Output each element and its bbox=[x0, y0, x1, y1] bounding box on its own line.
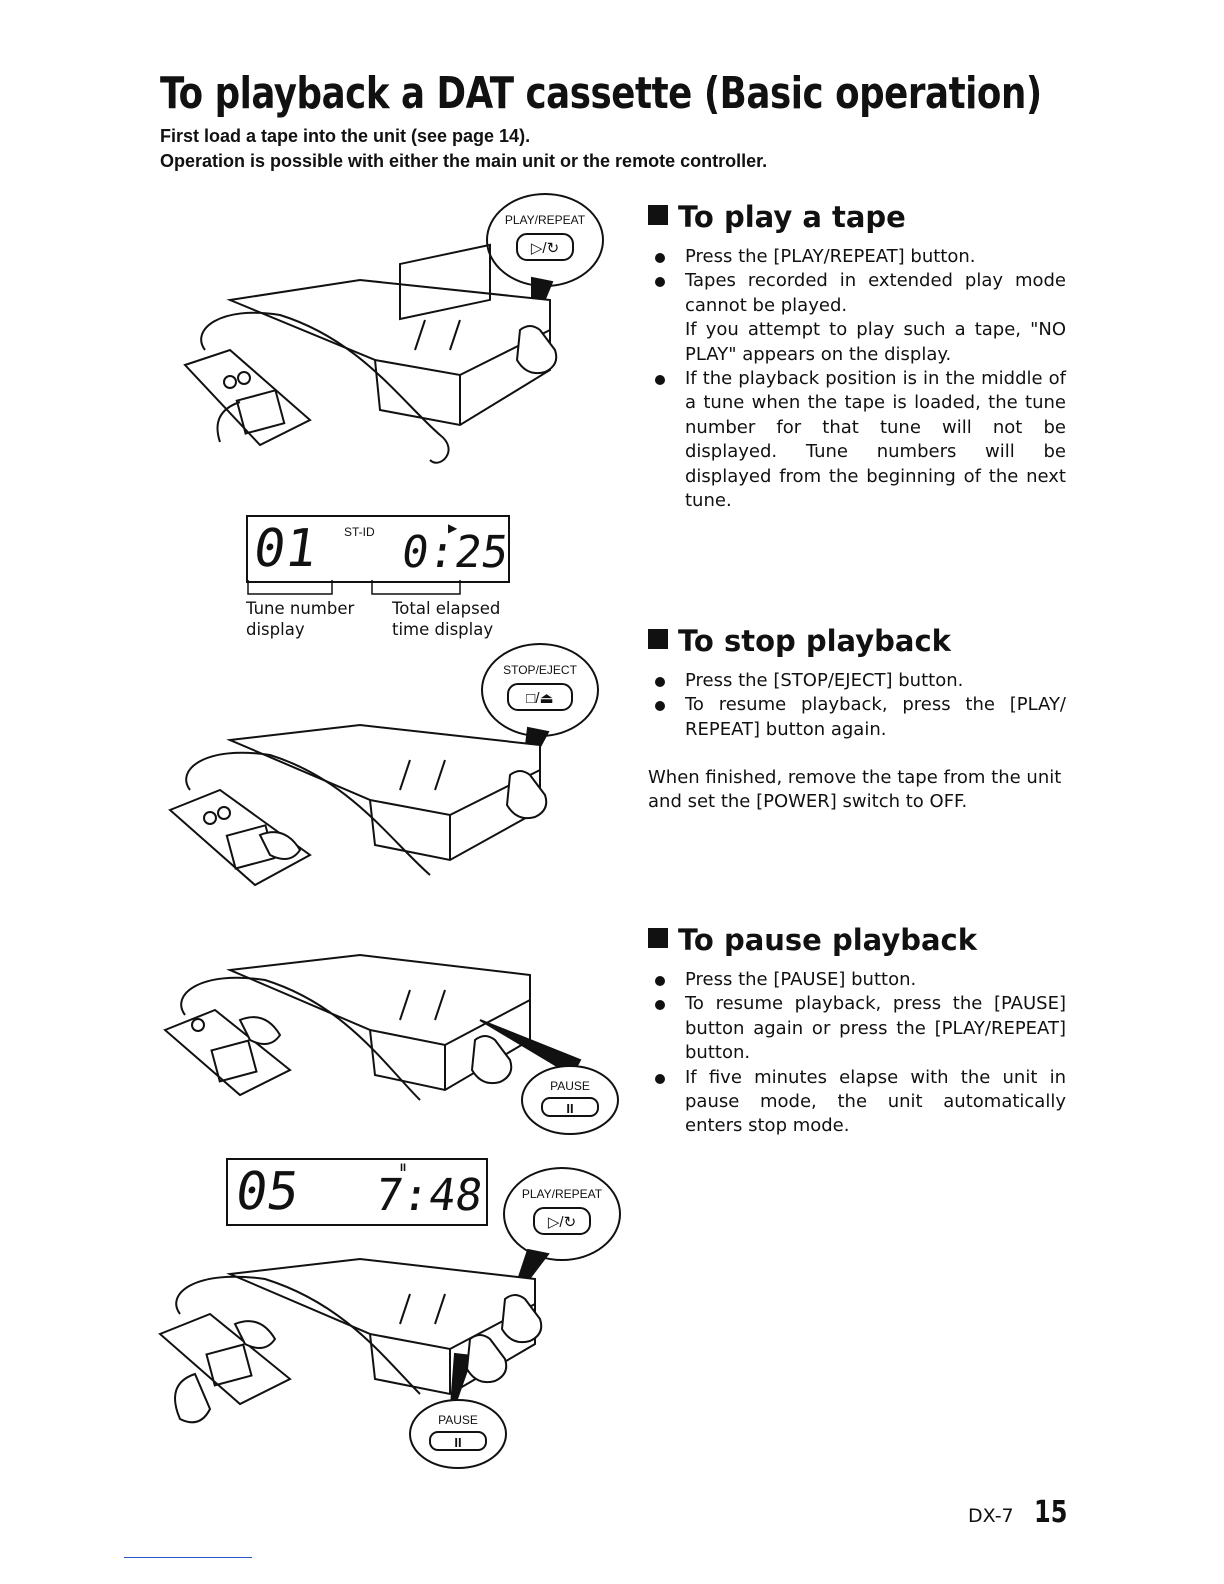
list-item: Press the [PLAY/REPEAT] button. bbox=[652, 245, 1066, 269]
stop-illustration: STOP/EJECT □/⏏ bbox=[168, 643, 599, 887]
pause-icon-2: II bbox=[454, 1435, 461, 1450]
play-illustration: PLAY/REPEAT ▷/↻ bbox=[183, 193, 604, 464]
play-indicator-icon: ▶ bbox=[448, 521, 458, 535]
lcd1-brackets bbox=[247, 580, 461, 595]
pause-label-2: PAUSE bbox=[438, 1413, 478, 1427]
stop-bullet-list: Press the [STOP/EJECT] button. To resume… bbox=[652, 669, 1066, 742]
play-repeat-label-2: PLAY/REPEAT bbox=[522, 1187, 603, 1201]
lcd1-st-id: ST-ID bbox=[344, 525, 375, 539]
lcd1-tune-number: 01 bbox=[249, 519, 321, 579]
section-heading-stop: To stop playback bbox=[648, 624, 951, 658]
play-bullet-list: Press the [PLAY/REPEAT] button. Tapes re… bbox=[652, 245, 1066, 513]
lcd-display-2: 05 II 7:48 bbox=[226, 1158, 488, 1226]
list-item: Press the [PAUSE] button. bbox=[652, 968, 1066, 992]
intro-line-1: First load a tape into the unit (see pag… bbox=[160, 126, 531, 146]
stop-note: When finished, remove the tape from the … bbox=[648, 767, 1062, 813]
footer-model: DX-7 bbox=[968, 1505, 1014, 1527]
pause-label: PAUSE bbox=[550, 1079, 590, 1093]
play-repeat-icon-2: ▷/↻ bbox=[548, 1214, 576, 1231]
pause-button bbox=[541, 1097, 599, 1117]
section-heading-pause: To pause playback bbox=[648, 923, 977, 957]
section-heading-play: To play a tape bbox=[648, 200, 906, 234]
stop-eject-label: STOP/EJECT bbox=[503, 663, 577, 677]
list-item: Tapes recorded in extended play mode can… bbox=[652, 269, 1066, 367]
lcd1-time: 0:25 bbox=[398, 527, 512, 578]
play-repeat-button bbox=[516, 233, 574, 261]
list-item: To resume playback, press the [PLAY/ REP… bbox=[652, 693, 1066, 742]
lcd-display-1: 01 ST-ID ▶ 0:25 bbox=[246, 515, 512, 583]
pause-bullet-list: Press the [PAUSE] button. To resume play… bbox=[652, 968, 1066, 1139]
list-item: If five minutes elapse with the unit in … bbox=[652, 1066, 1066, 1139]
list-item: Press the [STOP/EJECT] button. bbox=[652, 669, 1066, 693]
pause-icon: II bbox=[566, 1101, 573, 1116]
play-repeat-label: PLAY/REPEAT bbox=[505, 213, 586, 227]
pause-illustration: PAUSE II bbox=[163, 953, 619, 1135]
play-repeat-button-2 bbox=[533, 1207, 591, 1235]
stop-eject-icon: □/⏏ bbox=[526, 690, 553, 707]
page-number: 15 bbox=[1034, 1495, 1068, 1530]
pause-button-2 bbox=[429, 1431, 487, 1451]
stop-eject-button bbox=[507, 683, 573, 711]
square-bullet-icon bbox=[648, 205, 668, 225]
elapsed-time-label: Total elapsed time display bbox=[392, 599, 501, 639]
tune-number-label: Tune number display bbox=[246, 599, 355, 639]
square-bullet-icon bbox=[648, 629, 668, 649]
footer-divider bbox=[124, 1557, 252, 1558]
resume-illustration: PLAY/REPEAT ▷/↻ PAUSE II bbox=[158, 1167, 621, 1469]
list-item: To resume playback, press the [PAUSE] bu… bbox=[652, 992, 1066, 1065]
list-item: If the playback position is in the middl… bbox=[652, 367, 1066, 513]
intro-line-2: Operation is possible with either the ma… bbox=[160, 151, 768, 171]
play-repeat-icon: ▷/↻ bbox=[531, 240, 559, 257]
lcd2-pause-mark: II bbox=[400, 1162, 407, 1174]
page-title: To playback a DAT cassette (Basic operat… bbox=[160, 68, 1042, 119]
square-bullet-icon bbox=[648, 928, 668, 948]
